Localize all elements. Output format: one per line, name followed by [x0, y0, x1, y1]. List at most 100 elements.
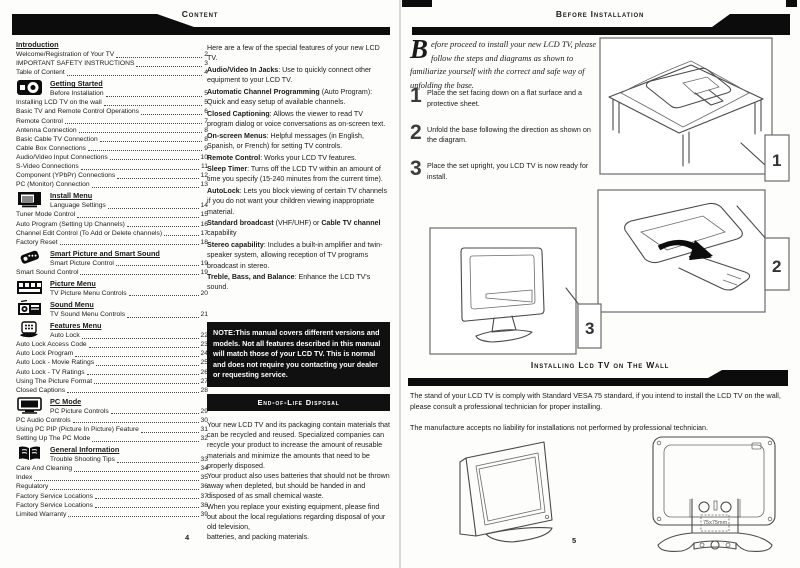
dot-leader	[110, 413, 199, 415]
dot-leader	[87, 150, 203, 152]
dot-leader	[68, 516, 199, 518]
dot-leader	[116, 56, 203, 58]
features-list: Audio/Video In Jacks: Use to quickly con…	[207, 65, 390, 293]
toc-entry-page: 19	[200, 268, 208, 276]
toc-entry-page: 10	[200, 153, 208, 161]
dot-leader	[99, 141, 203, 143]
toc-entry-label: Welcome/Registration of Your TV	[16, 51, 115, 58]
toc-entry-label: S-Video Connections	[16, 163, 79, 171]
toc-entry-label: Antenna Connection	[16, 126, 77, 134]
wall-install-paragraph-1: The stand of your LCD TV is comply with …	[410, 391, 781, 411]
wall-install-paragraph-2: The manufacture accepts no liability for…	[410, 423, 709, 432]
toc-entry: Auto Program (Setting Up Channels)16	[16, 220, 208, 229]
toc-entry-page: 12	[200, 172, 208, 180]
step-text: Place the set facing down on a flat surf…	[427, 88, 583, 108]
step-number: 3	[410, 157, 422, 181]
toc-entry-label: Using PC PIP (Picture In Picture) Featur…	[16, 426, 139, 433]
dot-leader	[94, 498, 199, 500]
dot-leader	[67, 392, 199, 394]
dot-leader	[66, 74, 203, 76]
toc-entry-page: 33	[200, 456, 208, 464]
toc-entry-page: 17	[200, 229, 208, 237]
dot-leader	[75, 355, 199, 357]
toc-entry-label: Installing LCD TV on the wall	[16, 99, 102, 107]
dot-leader	[50, 488, 199, 490]
dot-leader	[59, 244, 199, 246]
hand-remote-icon	[16, 321, 43, 338]
toc-entry-page: 38	[200, 501, 208, 509]
toc-entry-label: TV Sound Menu Controls	[50, 311, 126, 319]
toc-entry-page: 29	[200, 407, 208, 415]
note-box: NOTE:This manual covers different versio…	[207, 322, 390, 387]
toc-entry-label: PC Audio Controls	[16, 416, 71, 424]
features-intro: Here are a few of the special features o…	[207, 44, 380, 63]
wall-install-heading: Installing Lcd TV on The Wall	[530, 360, 670, 370]
dot-leader	[103, 104, 203, 106]
toc-entry-page: 8	[204, 135, 208, 143]
dot-leader	[117, 177, 199, 179]
svg-text:3: 3	[585, 319, 594, 338]
speaker-icon	[16, 300, 43, 317]
dot-leader	[107, 207, 199, 209]
before-installation-header-bar	[412, 14, 790, 35]
toc-entry-page: 21	[200, 311, 208, 319]
dot-leader	[109, 159, 199, 161]
toc-entry-label: Language Settings	[50, 202, 106, 210]
toc-section-title: General Information	[50, 445, 120, 455]
toc-entry-label: Channel Edit Control (To Add or Delete c…	[16, 229, 163, 237]
toc-entry-page: 20	[200, 289, 208, 297]
toc-entry-label: Basic TV and Remote Control Operations	[16, 108, 139, 116]
toc-entry-page: 22	[200, 332, 208, 340]
film-strip-icon	[16, 279, 43, 296]
feature-item: On-screen Menus: Helpful messages (in En…	[207, 131, 364, 150]
end-of-life-paragraph: batteries, and packing materials.	[207, 533, 310, 542]
figure-set-upright: 3	[428, 226, 604, 358]
toc-entry-label: Auto Lock Program	[16, 350, 74, 358]
feature-item: Audio/Video In Jacks: Use to quickly con…	[207, 65, 372, 85]
left-page-number: 4	[185, 533, 190, 542]
toc-entry-page: 3	[204, 60, 208, 68]
feature-item: Remote Control: Works your LCD TV featur…	[207, 153, 357, 162]
toc-entry-page: 25	[200, 359, 208, 367]
page-gutter	[399, 0, 401, 568]
feature-item: Stereo capability: Includes a built-in a…	[207, 241, 383, 270]
dot-leader	[80, 168, 200, 170]
dot-leader	[94, 383, 199, 385]
toc-entry: Using PC PIP (Picture In Picture) Featur…	[16, 425, 208, 434]
toc-entry-label: Limited Warranty	[16, 510, 67, 518]
svg-text:1: 1	[772, 151, 781, 170]
toc-entry-label: Regulatory	[16, 483, 49, 491]
toc-entry-label: Tuner Mode Control	[16, 211, 76, 219]
toc-entry-label: Audio/Video Input Connections	[16, 153, 108, 161]
end-of-life-paragraph: When you replace your existing equipment…	[207, 502, 386, 532]
figure-unfold-base: 2	[595, 188, 795, 316]
dot-leader	[96, 364, 199, 366]
dot-leader	[105, 95, 203, 97]
feature-item: Sleep Timer: Turns off the LCD TV within…	[207, 165, 383, 184]
toc-entry-page: 13	[200, 181, 208, 189]
